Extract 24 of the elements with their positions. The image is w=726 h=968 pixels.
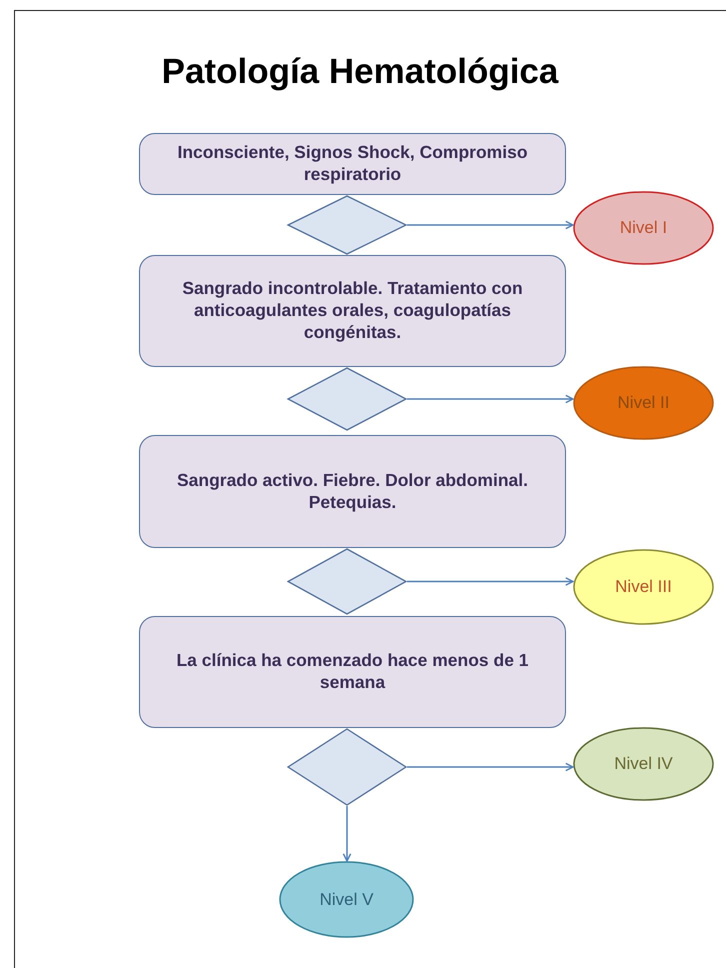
arrow bbox=[342, 806, 352, 862]
level-ellipse bbox=[573, 727, 714, 801]
title: Patología Hematológica bbox=[160, 52, 560, 92]
process-box bbox=[139, 616, 566, 728]
level-ellipse bbox=[573, 549, 714, 625]
node-label: Nivel II bbox=[618, 392, 670, 414]
arrow bbox=[407, 220, 574, 230]
node-label: Nivel I bbox=[620, 217, 668, 239]
level-ellipse bbox=[279, 861, 414, 938]
node-label: Nivel IV bbox=[614, 753, 673, 775]
node-label: La clínica ha comenzado hace menos de 1 semana bbox=[175, 650, 530, 694]
process-box bbox=[139, 133, 566, 195]
arrow bbox=[407, 762, 574, 772]
arrow bbox=[407, 577, 574, 586]
node-label: Nivel V bbox=[320, 888, 374, 910]
node-label: Sangrado activo. Fiebre. Dolor abdominal. Petequias. bbox=[176, 470, 530, 514]
arrow bbox=[407, 394, 574, 404]
node-label: Inconsciente, Signos Shock, Compromiso respiratorio bbox=[176, 142, 529, 186]
process-box bbox=[139, 435, 566, 548]
node-label: Nivel III bbox=[615, 576, 672, 598]
level-ellipse bbox=[573, 366, 714, 440]
process-box bbox=[139, 255, 566, 367]
level-ellipse bbox=[573, 191, 714, 265]
node-label: Sangrado incontrolable. Tratamiento con anticoagulantes orales, coagulopatías congénitas. bbox=[181, 278, 524, 344]
